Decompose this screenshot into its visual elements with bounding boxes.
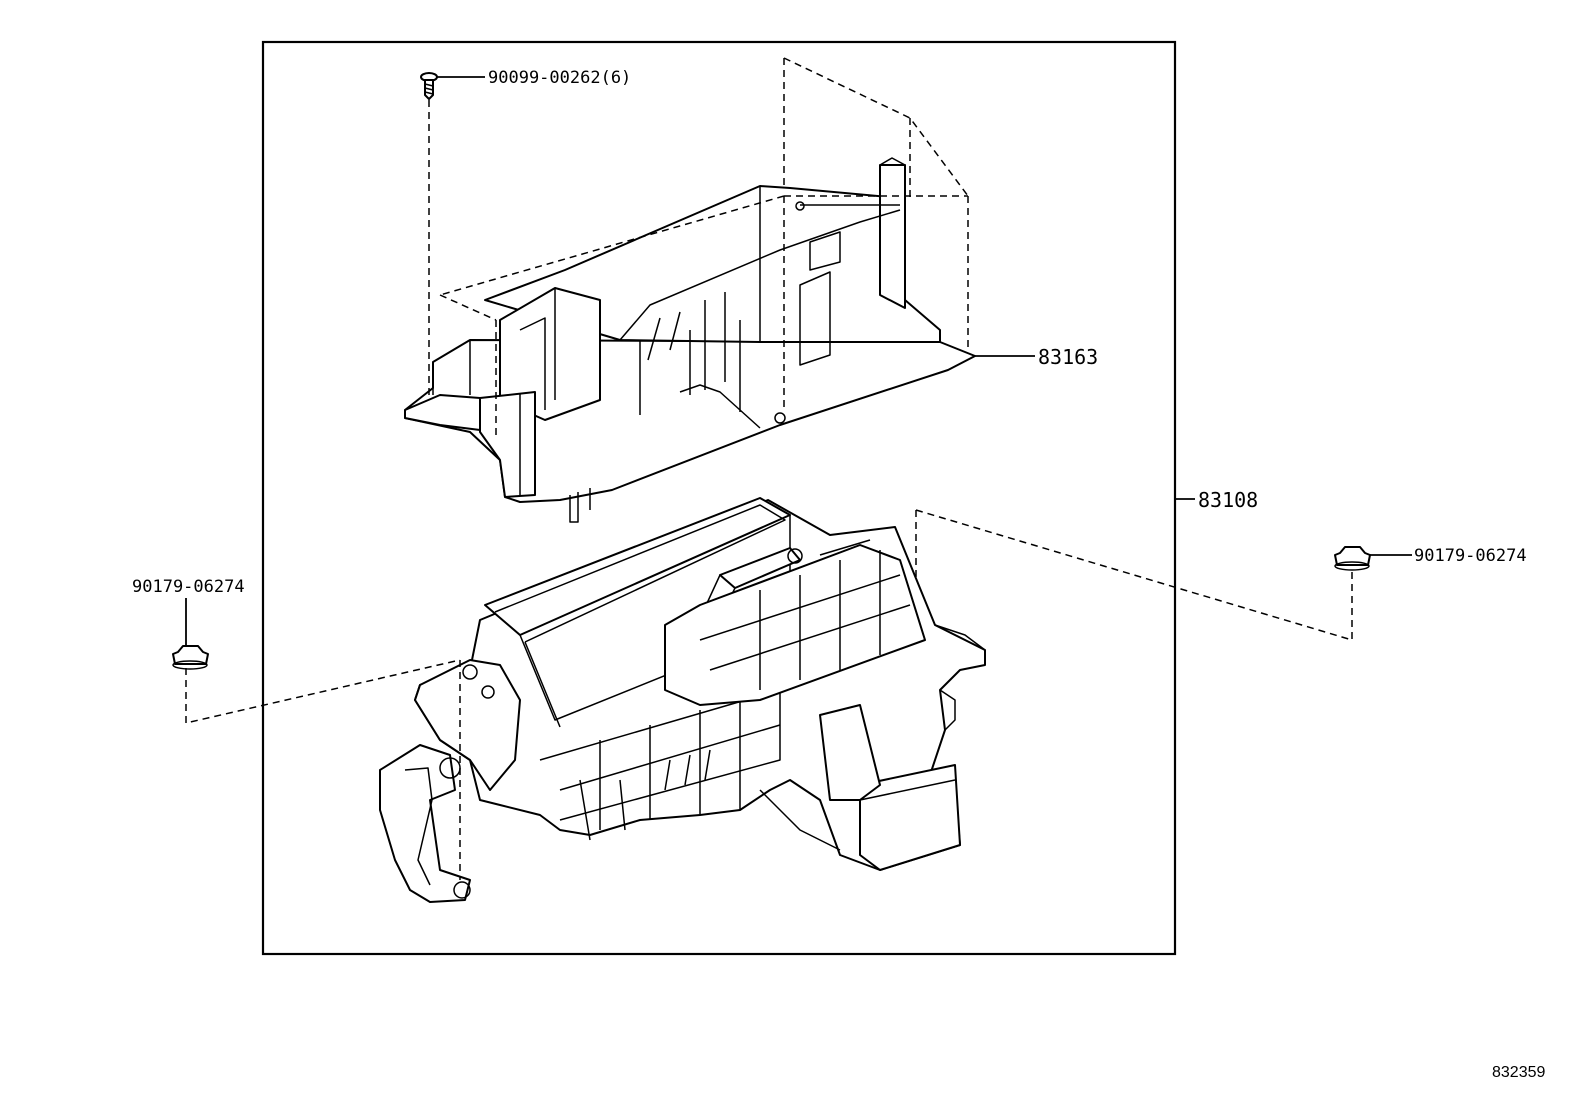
callout-clip-left: 90179-06274 [132,577,245,597]
callout-screw: 90099-00262(6) [488,68,631,88]
screw-part [420,72,438,100]
callout-clip-right: 90179-06274 [1414,546,1527,566]
callout-upper-case: 83163 [1038,345,1098,369]
clip-left-part [172,645,209,670]
assembly-lines [185,57,1353,880]
callout-assembly: 83108 [1198,488,1258,512]
clip-right-part [1334,546,1371,571]
lower-case-part [379,497,986,903]
upper-case-part [404,157,976,523]
assembly-frame [261,40,1177,956]
diagram-id: 832359 [1492,1064,1545,1081]
